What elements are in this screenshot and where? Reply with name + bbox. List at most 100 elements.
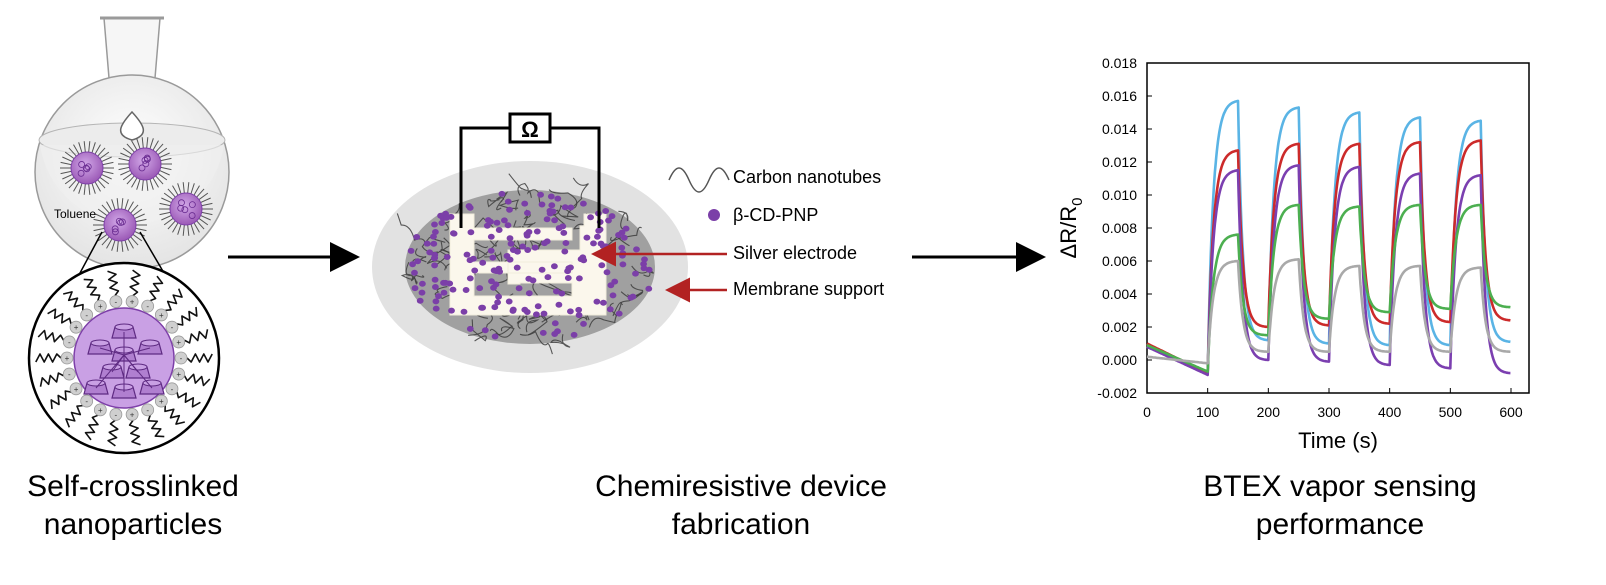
pnp-dot (524, 247, 532, 253)
svg-text:-: - (180, 354, 183, 363)
pnp-dot (466, 275, 474, 282)
pnp-dot (470, 255, 477, 262)
pnp-dot (618, 244, 626, 251)
pnp-dot (462, 287, 470, 293)
panel1-caption-line1: Self-crosslinked (27, 470, 239, 503)
pnp-dot (558, 290, 566, 297)
pnp-dot (414, 258, 422, 265)
pnp-dot (411, 269, 418, 276)
pnp-dot (539, 329, 547, 336)
pnp-dot (491, 333, 499, 340)
pnp-dot (488, 278, 495, 285)
pnp-dot (598, 262, 606, 269)
pnp-dot (538, 266, 546, 273)
pnp-dot (524, 210, 531, 216)
ohm-symbol: Ω (521, 117, 539, 142)
pnp-dot (615, 232, 622, 238)
pnp-dot (546, 207, 554, 214)
pnp-dot (645, 266, 653, 273)
y-tick-label: 0.006 (1102, 253, 1137, 269)
pnp-dot (431, 262, 438, 269)
svg-text:+: + (98, 406, 103, 415)
pnp-dot (494, 299, 501, 306)
pnp-dot (525, 275, 533, 282)
pnp-dot (603, 269, 611, 276)
svg-text:-: - (146, 406, 149, 415)
pnp-dot (580, 320, 587, 327)
pnp-dot (538, 201, 546, 208)
btex-response-chart: -0.0020.0000.0020.0040.0060.0080.0100.01… (1056, 55, 1530, 453)
pnp-dot (533, 311, 540, 318)
pnp-dot (580, 257, 588, 264)
pnp-dot (443, 254, 451, 260)
pnp-dot (467, 229, 475, 236)
pnp-dot (602, 208, 610, 214)
pnp-dot (567, 204, 575, 211)
pnp-dot (587, 214, 594, 221)
cyclodextrin-icon (99, 363, 125, 379)
legend-electrode: Silver electrode (733, 243, 857, 263)
pnp-dot (640, 265, 648, 272)
pnp-dot (426, 249, 434, 256)
pnp-dot (562, 240, 570, 246)
x-tick-label: 400 (1378, 404, 1402, 420)
pnp-dot (567, 308, 574, 315)
flask-nanoparticle (118, 137, 172, 191)
pnp-dot (559, 223, 567, 230)
pnp-dot (606, 306, 614, 313)
flask-nanoparticle (60, 141, 114, 195)
ohmmeter-box (508, 112, 552, 144)
pnp-dot (430, 240, 438, 247)
pnp-dot (435, 293, 442, 300)
pnp-dot (645, 285, 653, 292)
series-line-5 (1146, 258, 1512, 365)
flask-nanoparticles (60, 137, 213, 252)
pnp-dot (615, 310, 623, 317)
pnp-dot (418, 289, 426, 296)
y-tick-label: 0.014 (1102, 121, 1137, 137)
pnp-dot (544, 274, 552, 281)
x-axis-label: Time (s) (1298, 428, 1378, 453)
pnp-dot (607, 282, 615, 289)
y-tick-label: 0.018 (1102, 55, 1137, 71)
pnp-dot (432, 229, 439, 235)
panel2-caption-line2: fabrication (672, 508, 810, 541)
flask-nanoparticle (159, 182, 213, 236)
pnp-dot (409, 261, 416, 268)
pnp-dot (600, 299, 607, 306)
y-tick-label: 0.012 (1102, 154, 1137, 170)
svg-text:+: + (159, 397, 164, 406)
pnp-dot (443, 214, 450, 221)
pnp-dot (561, 248, 569, 255)
svg-text:-: - (68, 370, 71, 379)
pnp-dot (593, 298, 601, 305)
pnp-dot (479, 259, 487, 266)
cyclodextrin-icon (111, 383, 137, 399)
pnp-dot (489, 254, 497, 261)
pnp-dot (466, 325, 474, 332)
legend-cnt: Carbon nanotubes (733, 167, 881, 187)
svg-text:-: - (85, 311, 88, 320)
svg-text:-: - (171, 323, 174, 332)
pnp-dot (431, 254, 439, 261)
cyclodextrin-icon (87, 339, 113, 355)
svg-text:+: + (65, 354, 70, 363)
svg-text:+: + (159, 311, 164, 320)
chemiresistive-device (372, 112, 688, 373)
cyclodextrin-icon (137, 339, 163, 355)
x-tick-label: 100 (1196, 404, 1220, 420)
y-tick-label: 0.002 (1102, 319, 1137, 335)
zoomed-nanoparticle: -+-+-+-+-+-+-+-+-+-+-+ (27, 261, 221, 455)
pnp-dot (463, 251, 471, 258)
pnp-dot (590, 240, 597, 247)
x-tick-label: 200 (1257, 404, 1281, 420)
pnp-dot (633, 246, 640, 253)
pnp-dot (531, 244, 539, 251)
pnp-legend-icon (708, 209, 720, 221)
pnp-dot (501, 217, 508, 224)
panel3-caption-line2: performance (1256, 508, 1424, 541)
pnp-dot (561, 204, 569, 211)
pnp-dot (548, 202, 556, 209)
svg-text:-: - (115, 298, 118, 307)
panel1-caption-line2: nanoparticles (44, 508, 222, 541)
